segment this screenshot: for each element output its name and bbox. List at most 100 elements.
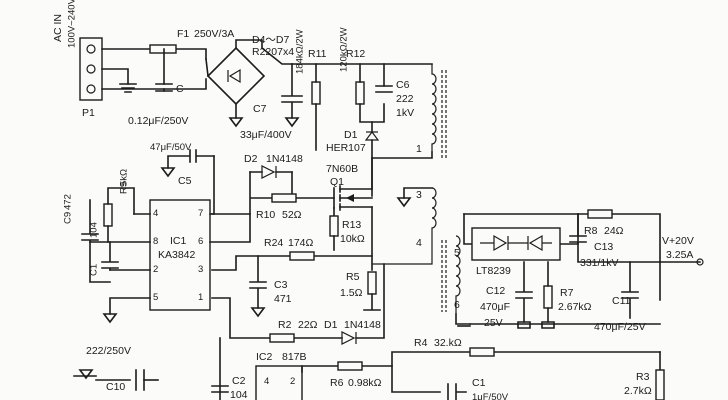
transformer-aux	[372, 187, 437, 265]
ic1-pin8: 8	[153, 236, 158, 247]
label-c13-value: 331/1kV	[580, 257, 619, 269]
ic1-pin2: 2	[153, 264, 158, 275]
label-ic2: IC2	[256, 351, 273, 363]
label-ic2-value: 817B	[282, 351, 307, 363]
label-r7-value: 2.67kΩ	[558, 301, 592, 313]
label-f1-value: 250V/3A	[194, 28, 234, 40]
resistor-r13	[329, 215, 339, 237]
label-cx-value: 0.12μF/250V	[128, 115, 188, 127]
label-r11-value: 184kΩ/2W	[295, 29, 306, 74]
resistor-r2	[269, 333, 295, 343]
ic1-pin1: 1	[198, 292, 203, 303]
label-r24-value: 174Ω	[288, 237, 314, 249]
label-c10: C10	[106, 381, 125, 393]
rectifier-lt8239	[471, 227, 561, 261]
label-r5: R5	[346, 271, 360, 283]
label-c1b-value: 1μF/50V	[472, 392, 509, 400]
label-r6-value: 0.98kΩ	[348, 377, 382, 389]
label-r11: R11	[308, 48, 327, 60]
capacitor-c2	[211, 385, 229, 393]
label-c6-value-2: 1kV	[396, 107, 414, 119]
diode-d1-1n4148	[341, 331, 357, 345]
label-c13: C13	[594, 241, 613, 253]
label-q1-value: 7N60B	[326, 163, 358, 175]
label-r13: R13	[342, 219, 361, 231]
label-vout: V+20V	[662, 235, 694, 247]
label-t-pin4: 4	[416, 237, 422, 249]
connector-p1	[79, 37, 103, 101]
capacitor-c6	[375, 85, 393, 93]
label-d1: D1	[344, 129, 358, 141]
transformer-secondary	[455, 235, 461, 314]
label-d2-value: 1N4148	[266, 153, 303, 165]
resistor-r6	[337, 361, 363, 371]
label-t-pin3: 3	[416, 189, 422, 201]
label-r5-value: 1.5Ω	[340, 287, 363, 299]
ic1-pin3: 3	[198, 264, 203, 275]
resistor-r11	[311, 81, 321, 105]
label-c6: C6	[396, 79, 410, 91]
label-r7: R7	[560, 287, 574, 299]
earth-ground	[119, 83, 137, 93]
label-r3: R3	[636, 371, 650, 383]
label-c5: C5	[178, 175, 192, 187]
capacitor-cx	[155, 83, 173, 92]
label-c3: C3	[274, 279, 288, 291]
ground-bridge	[228, 117, 244, 128]
label-d1b: D1	[324, 319, 338, 331]
label-c11: C11	[612, 295, 631, 307]
label-d2: D2	[244, 153, 258, 165]
label-c9: C9	[63, 212, 74, 224]
label-f1: F1	[177, 28, 189, 40]
capacitor-c13	[569, 213, 661, 263]
label-r3-value: 2.7kΩ	[624, 385, 652, 397]
diode-d1-her107	[364, 131, 380, 141]
label-c12: C12	[486, 285, 505, 297]
ic1-pin5: 5	[153, 292, 158, 303]
resistor-r8	[587, 209, 613, 219]
label-t-pin5: 5	[454, 247, 460, 259]
ic2-817b	[255, 365, 303, 400]
label-q1: Q1	[330, 176, 344, 188]
label-c1-value: 104	[89, 222, 100, 238]
label-c12-value-1: 470μF	[480, 301, 510, 313]
resistor-r10	[271, 193, 297, 203]
ic2-pin2: 2	[290, 376, 295, 387]
label-cx: C	[176, 83, 184, 95]
ic2-pin4: 4	[264, 376, 269, 387]
label-r2-value: 22Ω	[298, 319, 318, 331]
label-iout: 3.25A	[666, 249, 693, 261]
label-r9: R9	[119, 182, 130, 194]
ic1-pin4: 4	[153, 208, 158, 219]
label-c12-value-2: 25V	[484, 317, 503, 329]
label-r12-value: 120kΩ/2W	[339, 27, 350, 72]
label-c2: C2	[232, 375, 246, 387]
label-ic1-value: KA3842	[158, 249, 196, 261]
label-r10-value: 52Ω	[282, 209, 302, 221]
label-c6-value-1: 222	[396, 93, 414, 105]
label-t-pin6: 6	[454, 299, 460, 311]
label-r8-value: 24Ω	[604, 225, 624, 237]
label-c11-value: 470μF/25V	[594, 321, 646, 333]
label-r4: R4	[414, 337, 428, 349]
resistor-r4	[469, 347, 495, 357]
label-r6: R6	[330, 377, 344, 389]
label-r10: R10	[256, 209, 275, 221]
label-c5-value: 47μF/50V	[150, 142, 192, 153]
fuse-f1	[149, 44, 177, 54]
label-r13-value: 10kΩ	[340, 233, 365, 245]
label-r9-value: 5kΩ	[119, 169, 130, 186]
label-c7: C7	[253, 103, 267, 115]
label-r8: R8	[584, 225, 598, 237]
ic1-pin6: 6	[198, 236, 203, 247]
ic1-ka3842	[149, 199, 211, 311]
transformer-primary	[431, 64, 437, 152]
mosfet-q1	[333, 185, 373, 211]
label-r12: R12	[346, 48, 365, 60]
diode-d2	[261, 165, 277, 179]
label-d1-value: HER107	[326, 142, 366, 154]
label-r24: R24	[264, 237, 283, 249]
ic1-pin7: 7	[198, 208, 203, 219]
label-r4-value: 32.kΩ	[434, 337, 462, 349]
